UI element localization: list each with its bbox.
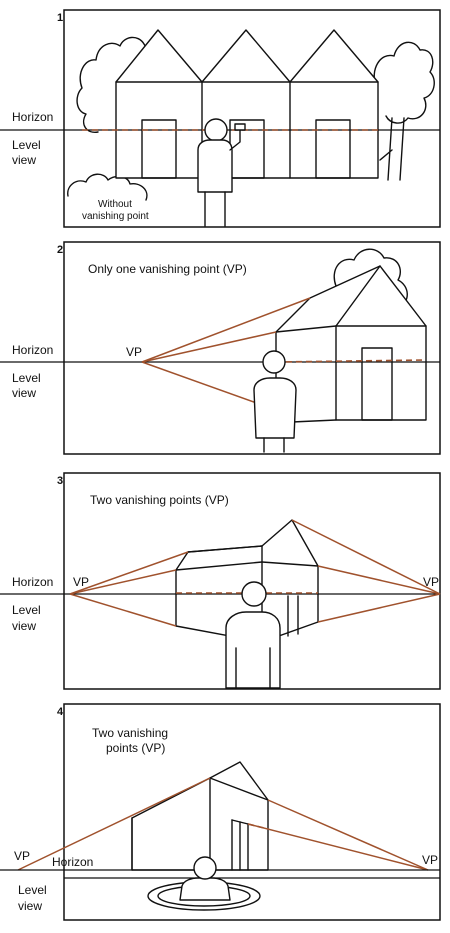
panel-2-level-label-2: view: [12, 386, 36, 400]
panel-3-vp-label-left: VP: [73, 575, 89, 589]
panel-2-horizon-label: Horizon: [12, 343, 53, 357]
panel-2-person: [253, 350, 297, 453]
panel-3-persp-line-4: [317, 565, 441, 595]
panel-4-eye-level-dash: [247, 823, 269, 830]
panel-1-caption-1: Without: [98, 199, 132, 210]
panel-4: 4 Two vanishing points (VP): [0, 703, 441, 921]
panel-2-level-label-1: Level: [12, 371, 41, 385]
panel-4-persp-line-3: [247, 823, 429, 871]
panel-4-level-label-2: view: [18, 899, 42, 913]
panel-1-level-label-1: Level: [12, 138, 41, 152]
panel-3-persp-line-6: [291, 519, 441, 595]
panel-4-person-in-hole: [147, 856, 261, 911]
panel-2-persp-line-3: [141, 361, 277, 411]
panel-4-persp-line-2: [267, 799, 429, 871]
bush-left: [76, 36, 151, 133]
panel-3-level-label-2: view: [12, 619, 36, 633]
panel-3-vp-label-right: VP: [423, 575, 439, 589]
tree-right: [373, 41, 435, 181]
panel-4-persp-line-1: [17, 777, 211, 871]
panel-3-title: Two vanishing points (VP): [90, 493, 229, 507]
panel-3-horizon-label: Horizon: [12, 575, 53, 589]
panel-3-number: 3: [57, 475, 63, 487]
panel-2-vp-label: VP: [126, 345, 142, 359]
panel-3-person: [225, 581, 281, 689]
panel-4-vp-label-left: VP: [14, 849, 30, 863]
panel-1-level-label-2: view: [12, 153, 36, 167]
panel-2-persp-line-2: [141, 331, 277, 363]
panel-4-title-1: Two vanishing: [92, 726, 168, 740]
house-row: [115, 29, 379, 179]
panel-2-house: [275, 265, 427, 423]
panel-3-persp-line-2: [69, 569, 177, 595]
panel-4-vp-label-right: VP: [422, 853, 438, 867]
panel-4-level-label-1: Level: [18, 883, 47, 897]
panel-2-title: Only one vanishing point (VP): [88, 262, 247, 276]
ground-bush: [67, 173, 148, 201]
panel-2-number: 2: [57, 244, 63, 256]
panel-1-number: 1: [57, 12, 63, 24]
panel-4-title-2: points (VP): [106, 741, 165, 755]
panel-4-number: 4: [57, 706, 64, 718]
panel-1-horizon-label: Horizon: [12, 110, 53, 124]
panel-1-caption-2: vanishing point: [82, 211, 149, 222]
panel-3-persp-line-5: [317, 593, 441, 623]
panel-3-level-label-1: Level: [12, 603, 41, 617]
panel-2-persp-line-1: [141, 297, 311, 363]
panel-3-persp-line-3: [69, 593, 177, 627]
panel-4-horizon-label: Horizon: [52, 855, 93, 869]
panel-3: 3 Two vanishing points (VP) Ho: [0, 472, 441, 690]
panel-2-eye-level-dash: [275, 359, 427, 363]
person-figure: [197, 118, 246, 227]
panel-1: 1 Horizon Level view: [0, 9, 441, 228]
panel-3-persp-line-1: [69, 551, 189, 595]
panel-2: 2 Only one vanishing point (VP) Horizon: [0, 241, 441, 455]
